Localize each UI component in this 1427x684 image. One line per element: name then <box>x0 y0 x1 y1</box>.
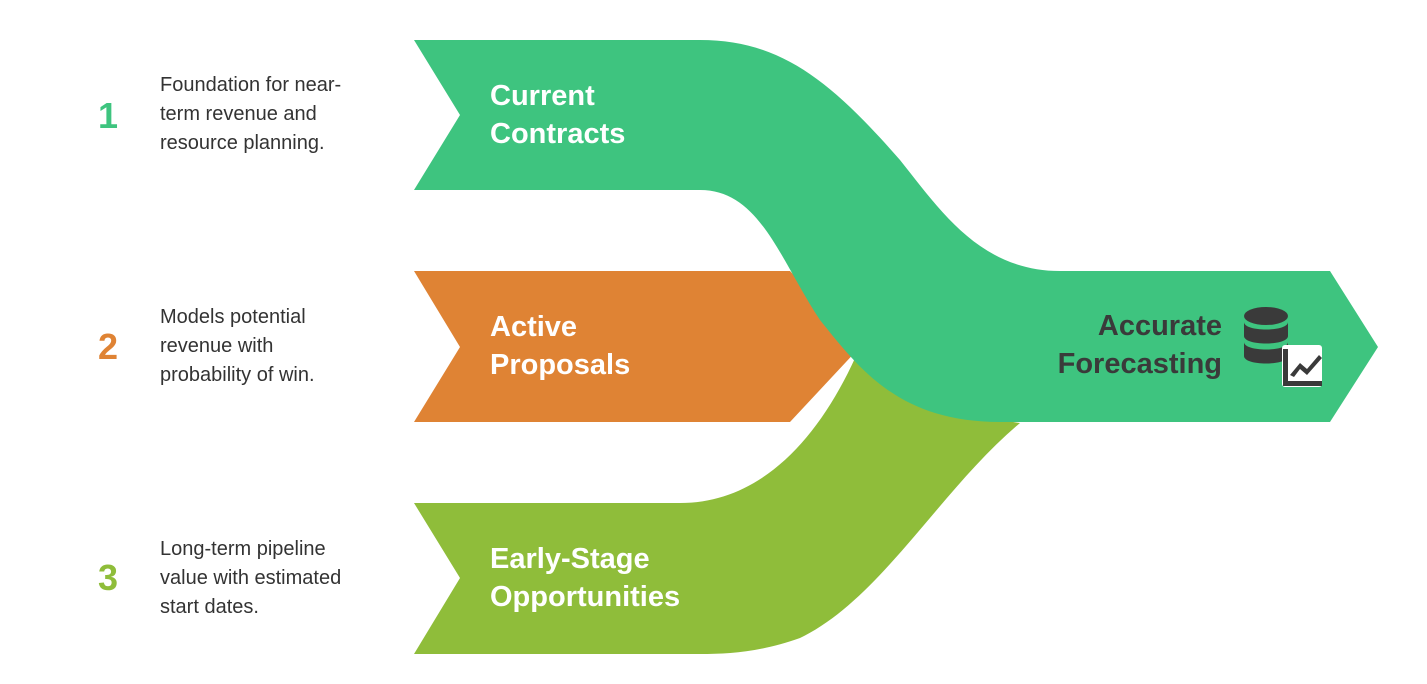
database-chart-icon <box>1244 307 1322 387</box>
label-current-contracts-line-2: Contracts <box>490 118 626 150</box>
label-accurate-forecasting-line-2: Forecasting <box>1057 348 1222 380</box>
description-1-line-3: resource planning. <box>160 132 325 154</box>
description-1-line-2: term revenue and <box>160 103 317 125</box>
description-1: Foundation for near- term revenue and re… <box>160 71 400 158</box>
description-3-line-3: start dates. <box>160 596 259 618</box>
label-current-contracts: Current Contracts <box>490 77 625 153</box>
description-1-line-1: Foundation for near- <box>160 74 342 96</box>
label-active-proposals-line-2: Proposals <box>490 349 631 381</box>
label-accurate-forecasting: Accurate Forecasting <box>1030 307 1222 383</box>
description-2-line-1: Models potential <box>160 306 306 328</box>
label-early-stage-line-1: Early-Stage <box>490 543 650 575</box>
description-2: Models potential revenue with probabilit… <box>160 303 400 390</box>
description-2-line-2: revenue with <box>160 335 274 357</box>
label-early-stage-line-2: Opportunities <box>490 581 681 613</box>
label-early-stage-opportunities: Early-Stage Opportunities <box>490 540 680 616</box>
early-stage-flow <box>414 347 1020 654</box>
label-accurate-forecasting-line-1: Accurate <box>1097 310 1222 342</box>
description-2-line-3: probability of win. <box>160 364 315 386</box>
description-3: Long-term pipeline value with estimated … <box>160 535 400 622</box>
active-proposals-arrow <box>414 271 860 422</box>
current-contracts-flow <box>414 40 1378 422</box>
step-number-1: 1 <box>97 95 119 136</box>
step-number-2: 2 <box>97 326 119 367</box>
label-active-proposals: Active Proposals <box>490 308 630 384</box>
label-current-contracts-line-1: Current <box>490 80 595 112</box>
label-active-proposals-line-1: Active <box>490 311 578 343</box>
step-number-3: 3 <box>97 557 119 598</box>
description-3-line-1: Long-term pipeline <box>160 538 326 560</box>
description-3-line-2: value with estimated <box>160 567 342 589</box>
